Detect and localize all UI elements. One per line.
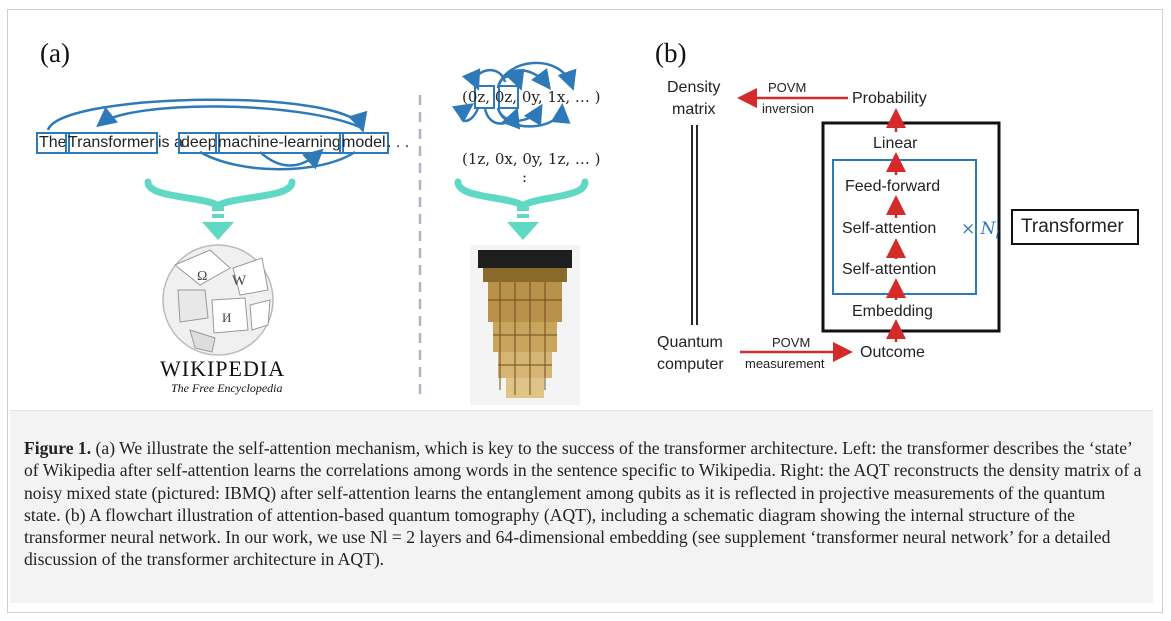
povm-inversion-line1: POVM bbox=[768, 80, 807, 95]
probability-label: Probability bbox=[852, 90, 927, 107]
caption-text: (a) We illustrate the self-attention mec… bbox=[24, 438, 1142, 570]
qubit-box-2 bbox=[498, 85, 519, 109]
svg-text:Ω: Ω bbox=[197, 269, 207, 284]
linear-label: Linear bbox=[873, 135, 918, 152]
qubit-attention-arcs bbox=[451, 61, 577, 130]
panel-a-label: (a) bbox=[40, 38, 70, 68]
teal-funnel-right bbox=[454, 178, 589, 209]
word-ellipsis: . . . bbox=[387, 134, 410, 151]
ibmq-cryostat-image bbox=[470, 245, 580, 405]
figure-graphics: Ω W И bbox=[46, 61, 1139, 405]
povm-measurement-line2: measurement bbox=[745, 356, 825, 371]
svg-text:И: И bbox=[222, 310, 231, 325]
wikipedia-tagline: The Free Encyclopedia bbox=[171, 381, 283, 395]
quantum-computer-line2: computer bbox=[657, 356, 724, 373]
qubit-box-1 bbox=[474, 85, 495, 109]
qubit-measurement-row-2: (1z, 0x, 0y, 1z, … ) bbox=[462, 150, 601, 168]
outcome-label: Outcome bbox=[860, 344, 925, 361]
wikipedia-wordmark: WIKIPEDIA bbox=[160, 356, 286, 381]
layer-multiplier-text: × N bbox=[961, 219, 996, 239]
caption-label: Figure 1. bbox=[24, 438, 92, 458]
word-attention-arcs bbox=[46, 98, 368, 171]
word-transformer: Transformer bbox=[65, 132, 158, 154]
quantum-computer-line1: Quantum bbox=[657, 334, 723, 351]
teal-funnel-left bbox=[144, 178, 296, 209]
transformer-legend-box bbox=[1011, 209, 1139, 245]
density-matrix-line2: matrix bbox=[672, 101, 716, 118]
word-model: model bbox=[339, 132, 389, 154]
transformer-legend-label: Transformer bbox=[1021, 216, 1124, 237]
double-line-connector bbox=[691, 125, 698, 325]
qubit-measurement-row-1: (0z, 0z, 0y, 1x, … ) bbox=[462, 88, 601, 106]
feed-forward-label: Feed-forward bbox=[845, 178, 941, 195]
self-attention-label-1: Self-attention bbox=[842, 220, 937, 237]
teal-arrow-right bbox=[507, 207, 539, 240]
svg-text:W: W bbox=[232, 273, 247, 289]
transformer-outer-box bbox=[821, 121, 1001, 333]
caption-background bbox=[10, 410, 1153, 603]
word-the: The bbox=[36, 132, 70, 154]
wikipedia-globe-icon: Ω W И bbox=[162, 244, 274, 356]
layer-multiplier-subscript: l bbox=[995, 228, 1000, 242]
self-attention-label-2: Self-attention bbox=[842, 261, 937, 278]
panel-b-label: (b) bbox=[655, 38, 687, 68]
teal-arrow-left bbox=[202, 207, 234, 240]
figure-caption: Figure 1. (a) We illustrate the self-att… bbox=[24, 437, 1144, 571]
qubit-measurement-dots: : bbox=[522, 168, 528, 186]
layer-multiplier: × Nl bbox=[961, 219, 999, 241]
word-is-a: is a bbox=[158, 134, 183, 151]
word-deep: deep bbox=[178, 132, 220, 154]
embedding-label: Embedding bbox=[852, 303, 933, 320]
povm-measurement-line1: POVM bbox=[772, 335, 811, 350]
word-machine-learning: machine-learning bbox=[215, 132, 344, 154]
povm-inversion-line2: inversion bbox=[762, 101, 815, 116]
red-flow-arrows bbox=[737, 88, 906, 362]
density-matrix-line1: Density bbox=[667, 79, 721, 96]
